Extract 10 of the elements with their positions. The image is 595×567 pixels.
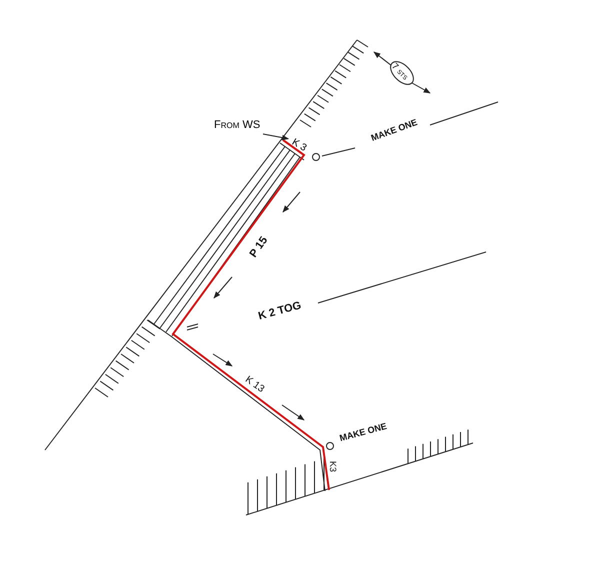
- stitch-instruction: MAKE ONE: [370, 118, 419, 144]
- stitch-instruction: K3: [328, 461, 337, 472]
- stitch-instruction: K 3: [290, 138, 309, 154]
- note-text: From WS: [214, 120, 262, 131]
- stitch-instruction: K 2 TOG: [257, 300, 302, 322]
- stitch-instruction: MAKE ONE: [338, 422, 388, 444]
- stitch-instruction: P 15: [248, 235, 270, 260]
- stitch-instruction: K 13: [243, 375, 266, 395]
- leader-arrow: [262, 134, 289, 140]
- stitch-count: 7 sts: [390, 60, 411, 82]
